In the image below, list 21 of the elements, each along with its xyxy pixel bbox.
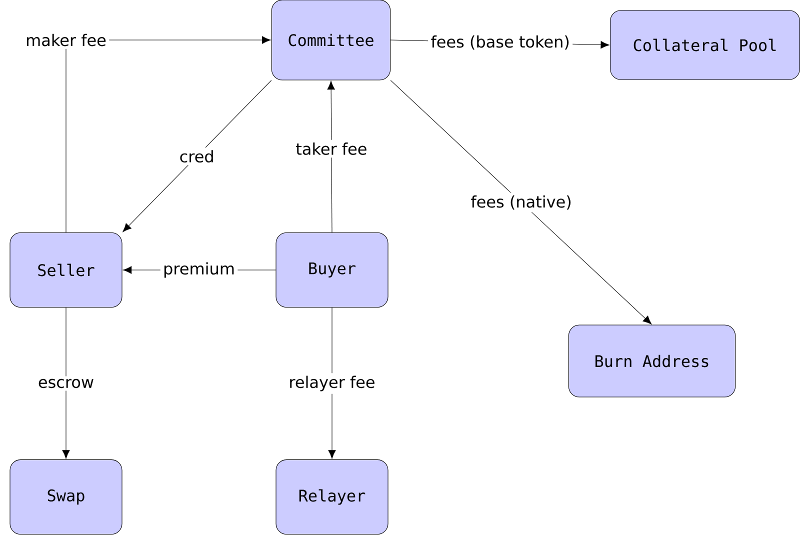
arrow [122,80,272,232]
process-box: Burn Address [568,324,736,398]
process-box: Buyer [276,232,388,308]
arrow [62,307,70,459]
arrow [66,36,271,233]
edge-label: fees (native) [468,192,575,212]
edge-label: fees (base token) [428,32,573,52]
edge-label: maker fee [22,31,110,49]
process-box: Collateral Pool [610,10,800,80]
process-box: Seller [10,232,122,308]
arrow [327,80,335,233]
process-box: Relayer [276,459,388,535]
edge-label: taker fee [292,140,370,158]
edge-label: cred [176,147,218,166]
arrow [328,307,336,459]
edge-label: relayer fee [286,373,378,394]
arrow [390,80,652,324]
process-box: Committee [271,0,391,80]
edge-label: premium [160,260,238,280]
process-box: Swap [10,459,122,535]
edge-label: escrow [35,376,97,391]
